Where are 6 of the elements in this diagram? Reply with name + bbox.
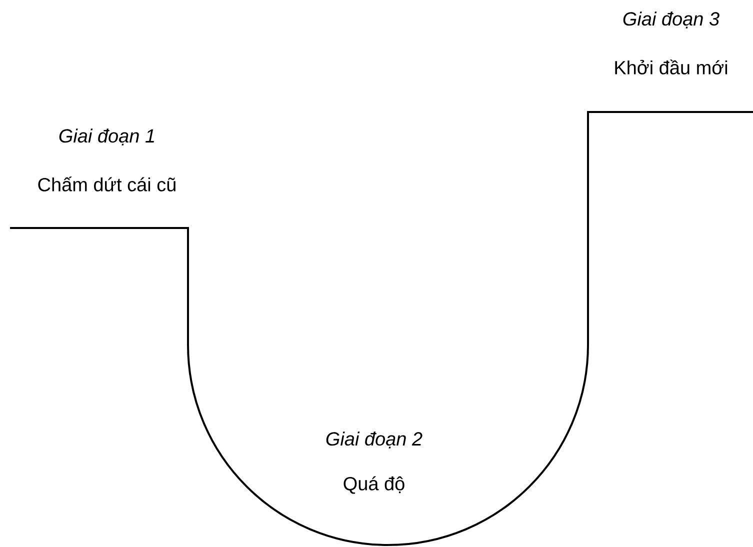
stage-title: Giai đoạn 3 (623, 12, 720, 28)
stage-title: Giai đoạn 2 (326, 432, 422, 448)
stage-title: Giai đoạn 1 (59, 128, 154, 146)
stage-name: Chấm dứt cái cũ (38, 176, 176, 192)
stage-name: Quá độ (344, 476, 404, 494)
stage-name: Khởi đầu mới (615, 60, 728, 74)
